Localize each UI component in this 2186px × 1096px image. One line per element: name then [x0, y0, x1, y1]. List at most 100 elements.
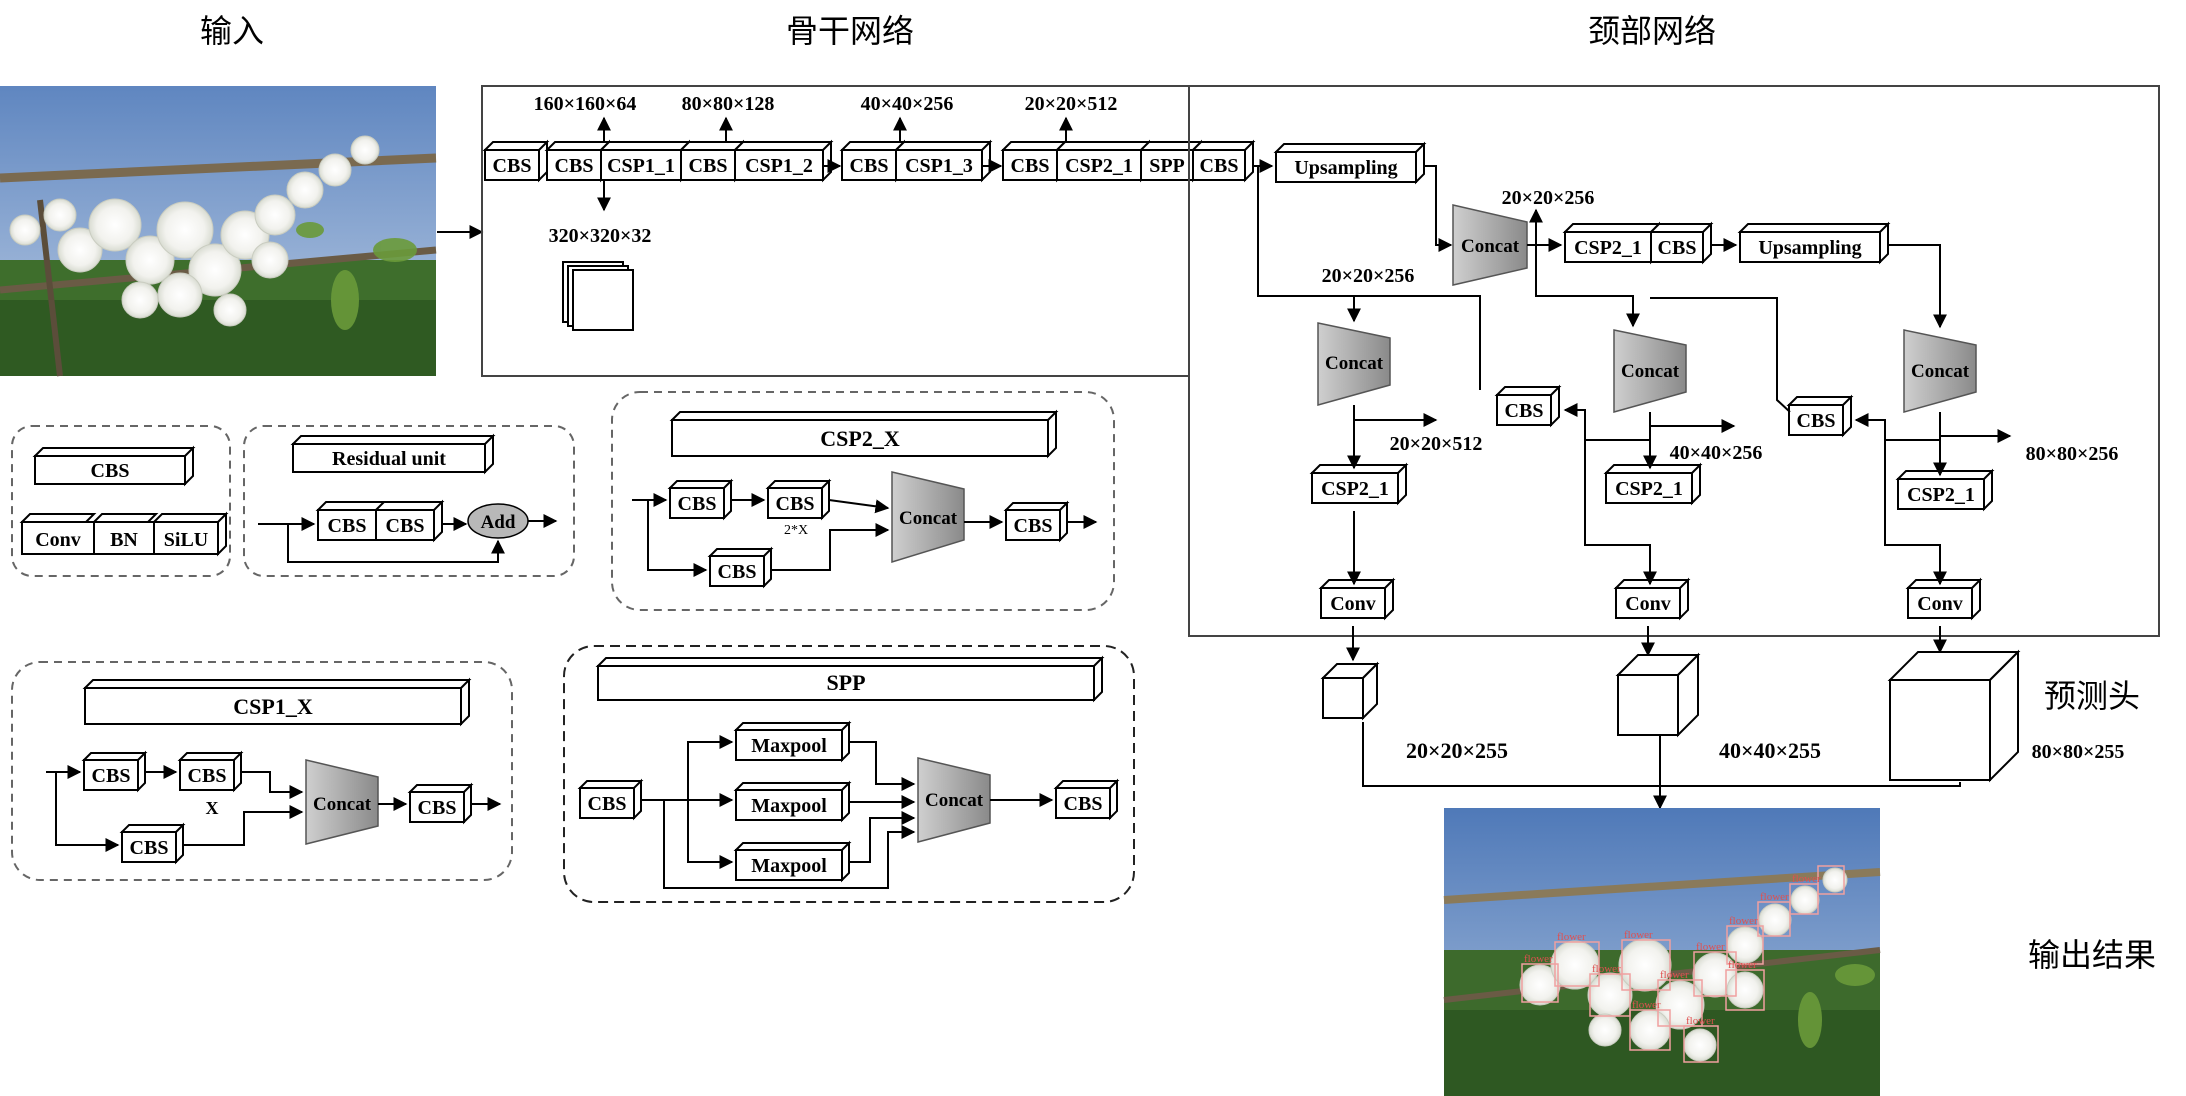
dim-n40-256: 40×40×256 — [1670, 442, 1763, 464]
backbone-cbs-1[interactable]: CBS — [482, 139, 550, 183]
legend-csp1x-title-block: CSP1_X — [82, 677, 472, 727]
svg-text:CBS: CBS — [493, 155, 532, 177]
backbone-csp2-1[interactable]: CSP2_1 — [1054, 139, 1152, 183]
svg-text:CBS: CBS — [1658, 237, 1697, 259]
dim-320: 320×320×32 — [549, 225, 652, 247]
backbone-cbs-3[interactable]: CBS — [678, 139, 746, 183]
svg-text:CBS: CBS — [689, 155, 728, 177]
svg-text:flower: flower — [1632, 999, 1661, 1011]
backbone-csp1-2[interactable]: CSP1_2 — [732, 139, 834, 183]
backbone-cbs-2[interactable]: CBS — [544, 139, 612, 183]
detection-labels: flower flower flower flower flower flowe… — [1524, 873, 1821, 1027]
svg-text:Concat: Concat — [899, 508, 958, 529]
neck-conv-1[interactable]: Conv — [1318, 577, 1396, 621]
svg-text:Add: Add — [481, 512, 516, 533]
legend-csp1x-frame — [11, 661, 513, 881]
backbone-title: 骨干网络 — [786, 13, 914, 49]
legend-csp1x-cbs-2: CBS — [177, 750, 244, 793]
svg-text:CBS: CBS — [130, 837, 169, 859]
neck-concat-3[interactable]: Concat — [1613, 329, 1687, 413]
head-cube-40 — [1615, 652, 1701, 738]
legend-residual-cbs-1: CBS — [315, 501, 387, 541]
dim-h40: 40×40×255 — [1719, 738, 1821, 763]
head-to-output-connectors — [1362, 722, 1961, 810]
neck-frame — [1188, 85, 2160, 637]
legend-residual-frame — [243, 425, 575, 577]
legend-spp-cbs-out: CBS — [1053, 778, 1120, 821]
legend-csp1x-cbs-1: CBS — [81, 750, 148, 793]
svg-text:CSP2_1: CSP2_1 — [1907, 484, 1975, 506]
backbone-cbs-6[interactable]: CBS — [1190, 139, 1256, 183]
backbone-cbs-4[interactable]: CBS — [839, 139, 907, 183]
neck-title: 颈部网络 — [1588, 13, 1716, 49]
svg-text:flower: flower — [1729, 915, 1758, 927]
svg-text:CBS: CBS — [92, 765, 131, 787]
svg-text:CBS: CBS — [328, 515, 367, 537]
svg-text:Concat: Concat — [1325, 353, 1384, 374]
neck-concat-1[interactable]: Concat — [1452, 204, 1528, 286]
head-cube-20 — [1320, 661, 1380, 721]
legend-csp1x-cbs-3: CBS — [119, 822, 186, 865]
neck-concat-2[interactable]: Concat — [1317, 322, 1391, 406]
legend-residual-title-block: Residual unit — [290, 433, 496, 475]
svg-text:CBS: CBS — [678, 493, 717, 515]
legend-cbs-frame — [11, 425, 231, 577]
neck-concat-4[interactable]: Concat — [1903, 329, 1977, 413]
svg-text:flower: flower — [1624, 929, 1653, 941]
neck-upsampling-1[interactable]: Upsampling — [1273, 141, 1427, 185]
neck-csp2-1-d[interactable]: CSP2_1 — [1895, 468, 1995, 512]
svg-text:flower: flower — [1760, 891, 1789, 903]
svg-text:flower: flower — [1592, 963, 1621, 975]
svg-text:flower: flower — [1557, 931, 1586, 943]
input-title: 输入 — [200, 13, 264, 49]
legend-spp-concat: Concat — [917, 757, 991, 843]
svg-text:flower: flower — [1696, 941, 1725, 953]
legend-spp-title-block: SPP — [595, 655, 1105, 703]
legend-maxpool-1: Maxpool — [733, 720, 852, 763]
neck-cbs-c[interactable]: CBS — [1786, 394, 1854, 438]
neck-cbs-b[interactable]: CBS — [1494, 384, 1562, 428]
legend-csp2x-frame — [611, 391, 1115, 611]
legend-csp2x-arrows — [632, 493, 1098, 577]
detection-boxes — [1521, 865, 1845, 1063]
neck-conv-2[interactable]: Conv — [1613, 577, 1691, 621]
svg-text:SPP: SPP — [826, 670, 865, 695]
svg-text:CBS: CBS — [188, 765, 227, 787]
svg-text:CSP2_1: CSP2_1 — [1321, 478, 1389, 500]
backbone-csp1-1[interactable]: CSP1_1 — [598, 139, 692, 183]
neck-csp2-1-c[interactable]: CSP2_1 — [1603, 462, 1703, 506]
legend-maxpool-2: Maxpool — [733, 780, 852, 823]
neck-csp2-1-a[interactable]: CSP2_1 — [1562, 221, 1662, 265]
output-image: flower flower flower flower flower flowe… — [1443, 808, 1881, 1096]
svg-text:CBS: CBS — [1797, 410, 1836, 432]
svg-text:Conv: Conv — [35, 529, 81, 551]
neck-cbs-a[interactable]: CBS — [1648, 221, 1714, 265]
dim-n20-256-b: 20×20×256 — [1322, 265, 1415, 287]
svg-text:Concat: Concat — [313, 794, 372, 815]
svg-text:CSP1_X: CSP1_X — [233, 694, 313, 719]
svg-text:Residual unit: Residual unit — [332, 448, 446, 470]
svg-text:CBS: CBS — [776, 493, 815, 515]
legend-spp-cbs-in: CBS — [577, 778, 644, 821]
neck-upsampling-2[interactable]: Upsampling — [1737, 221, 1891, 265]
svg-text:BN: BN — [110, 529, 138, 551]
svg-text:CBS: CBS — [1014, 515, 1053, 537]
svg-text:Conv: Conv — [1625, 593, 1671, 615]
dim-h20: 20×20×255 — [1406, 738, 1508, 763]
svg-text:Concat: Concat — [1461, 236, 1520, 257]
legend-bn-block: BN — [91, 513, 159, 555]
neck-conv-3[interactable]: Conv — [1905, 577, 1983, 621]
feature-map-stack-icon — [562, 261, 634, 331]
svg-text:CSP1_2: CSP1_2 — [745, 155, 813, 177]
svg-text:CBS: CBS — [1011, 155, 1050, 177]
legend-csp1x-concat: Concat — [305, 759, 379, 845]
neck-csp2-1-b[interactable]: CSP2_1 — [1309, 462, 1409, 506]
dim-h80: 80×80×255 — [2032, 741, 2125, 763]
dim-160: 160×160×64 — [534, 93, 637, 115]
svg-text:CBS: CBS — [91, 460, 130, 482]
svg-text:CBS: CBS — [418, 797, 457, 819]
legend-spp-arrows — [641, 735, 1054, 889]
backbone-cbs-5[interactable]: CBS — [1000, 139, 1068, 183]
backbone-csp1-3[interactable]: CSP1_3 — [893, 139, 993, 183]
